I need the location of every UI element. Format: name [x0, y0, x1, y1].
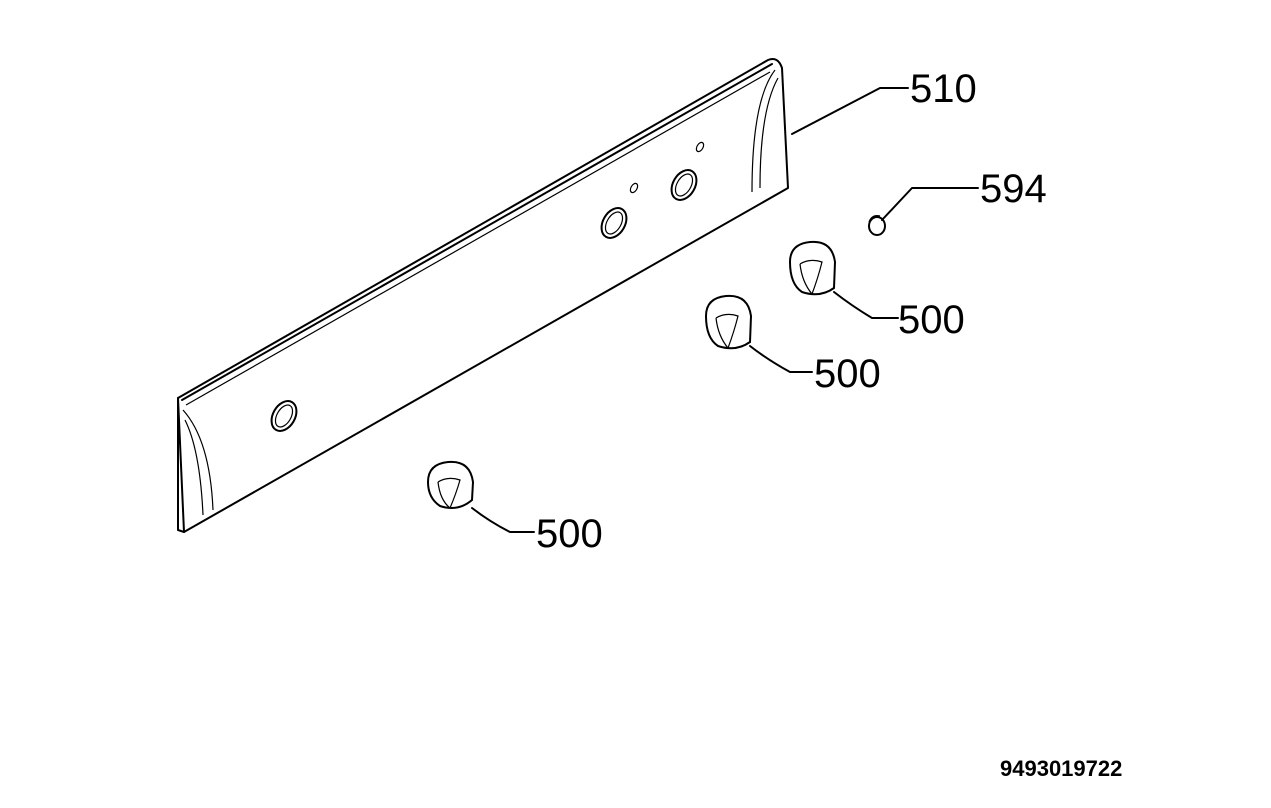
callout-594: 594: [980, 167, 1047, 211]
leader-lines: [471, 87, 979, 533]
plug-594: [868, 215, 886, 236]
knob-middle-500: [704, 294, 753, 350]
leader-500-middle: [749, 345, 813, 373]
control-panel-510: [177, 58, 789, 533]
callout-510: 510: [910, 67, 977, 111]
knob-right-500: [788, 240, 837, 296]
leader-510: [791, 87, 909, 135]
leader-500-left: [471, 507, 535, 533]
leader-594: [881, 187, 979, 221]
callout-500-left: 500: [536, 512, 603, 556]
callout-500-right: 500: [898, 298, 965, 342]
callout-500-middle: 500: [814, 352, 881, 396]
document-number: 9493019722: [1000, 756, 1123, 781]
leader-500-right: [833, 291, 899, 319]
knob-left-500: [426, 460, 475, 509]
